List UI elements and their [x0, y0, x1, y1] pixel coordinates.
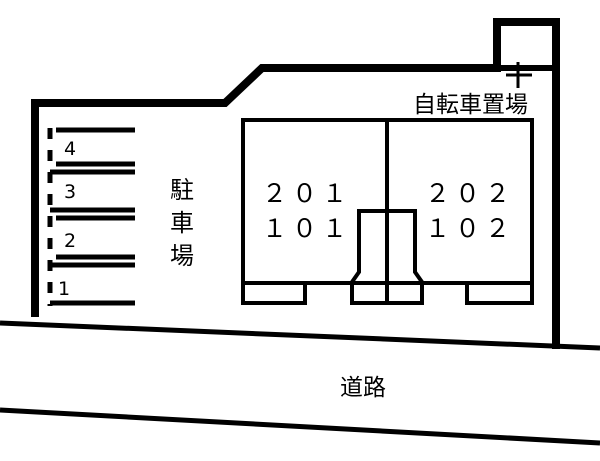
road-area: 道路	[0, 320, 600, 446]
road-lower-edge	[0, 407, 600, 446]
apartment-building: ２０１ １０１ ２０２ １０２	[241, 118, 534, 305]
road-label: 道路	[340, 375, 386, 401]
parking-stall-number-1: 1	[58, 278, 70, 300]
porch-icon-left-unit	[241, 285, 307, 305]
unit-number-201: ２０１	[262, 179, 352, 208]
parking-lot-label-char-2: 車	[170, 209, 194, 237]
unit-number-202: ２０２	[425, 179, 515, 208]
site-boundary-path	[31, 18, 560, 349]
parking-lot-label: 駐 車 場	[170, 176, 194, 270]
bicycle-parking-label: 自転車置場	[413, 92, 528, 118]
road-upper-edge	[0, 320, 600, 351]
unit-number-102: １０２	[425, 214, 515, 243]
parking-stall-number-4: 4	[64, 138, 76, 160]
site-boundary	[31, 18, 560, 349]
porch-icon-right-unit	[465, 285, 534, 305]
parking-area: 4 3 2 1	[47, 127, 135, 306]
parking-stall-number-2: 2	[64, 230, 76, 252]
stairwell-icon	[350, 209, 424, 305]
unit-number-101: １０１	[262, 214, 352, 243]
parking-lot-label-char-1: 駐	[170, 176, 194, 204]
parking-stall-lines	[50, 127, 135, 306]
bicycle-rack-icon	[506, 62, 532, 88]
parking-lot-label-char-3: 場	[170, 242, 194, 270]
parking-stall-number-3: 3	[64, 181, 76, 203]
